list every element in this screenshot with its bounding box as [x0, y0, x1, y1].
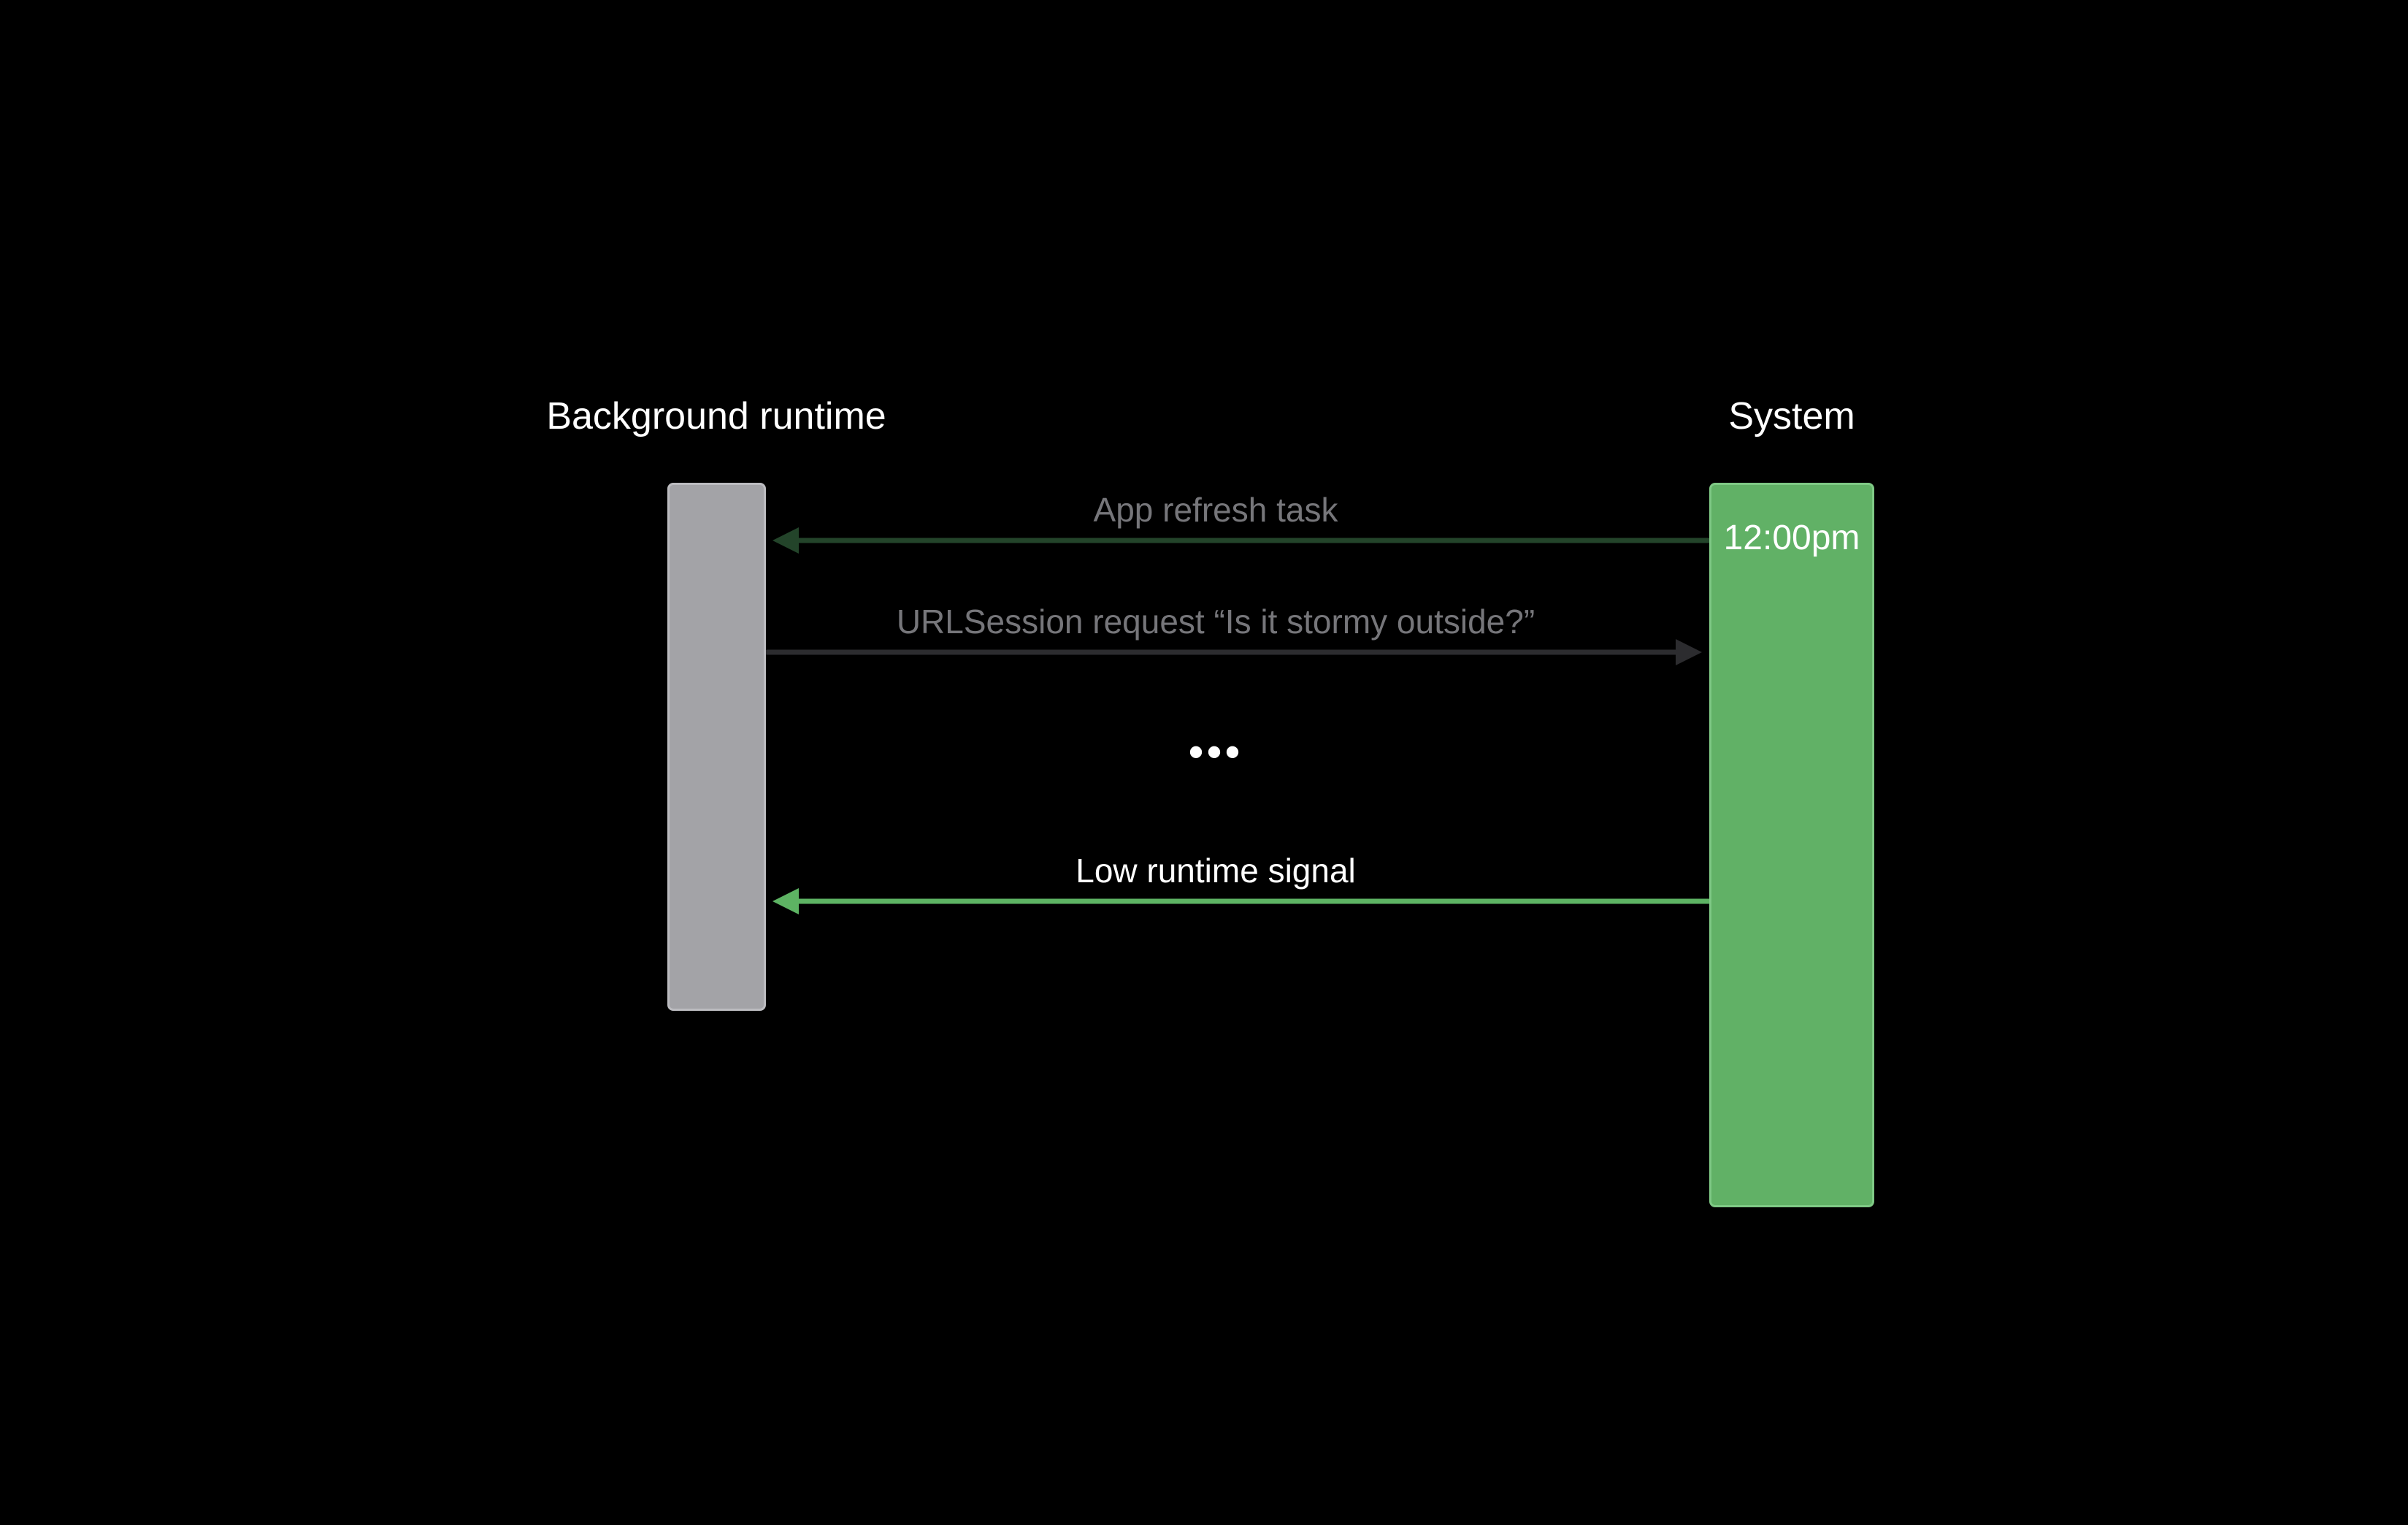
low-runtime-signal-label: Low runtime signal — [1075, 852, 1356, 890]
system-time-label: 12:00pm — [1723, 519, 1860, 557]
system-lifeline — [1709, 483, 1874, 1207]
low-runtime-signal-arrow — [772, 888, 1709, 914]
urlsession-request-arrow — [766, 639, 1702, 665]
app-refresh-task-arrow — [772, 527, 1709, 554]
background-runtime-title: Background runtime — [546, 395, 886, 437]
urlsession-request-label: URLSession request “Is it stormy outside… — [896, 603, 1535, 641]
system-title: System — [1728, 395, 1855, 437]
app-refresh-task-label: App refresh task — [1093, 491, 1338, 529]
background-runtime-lifeline — [667, 483, 766, 1011]
ellipsis: ••• — [1188, 727, 1243, 776]
